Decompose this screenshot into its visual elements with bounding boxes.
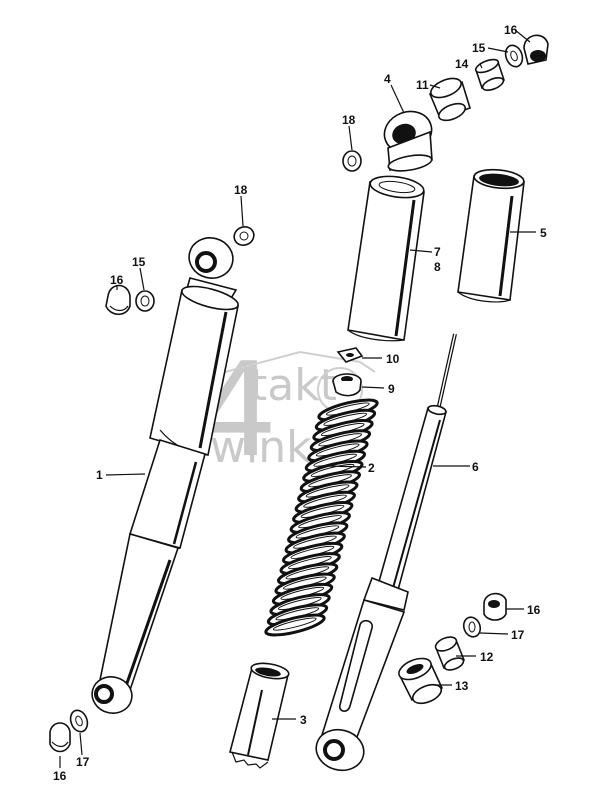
- callout-15-top: 15: [472, 41, 486, 55]
- washer-part-17-bottom: [69, 709, 89, 733]
- callout-8: 8: [434, 260, 441, 274]
- shock-absorber-left: [91, 237, 239, 714]
- washer-part-15-left: [135, 290, 155, 312]
- watermark-line1: takt: [250, 360, 337, 411]
- cap-nut-part-16-top: [523, 34, 549, 65]
- callout-16-left: 16: [110, 273, 124, 287]
- cap-nut-part-16-bottom: [49, 722, 71, 753]
- spring: [264, 398, 379, 637]
- collar-part-12: [434, 636, 466, 671]
- spring-coil-inner: [272, 617, 317, 631]
- callout-18-left: 18: [234, 183, 248, 197]
- callout-16-bottom: 16: [53, 769, 67, 783]
- callout-6: 6: [472, 460, 479, 474]
- washer-part-15-top: [504, 44, 524, 68]
- damper-part-6: [315, 333, 457, 772]
- callout-3: 3: [300, 713, 307, 727]
- collar-part-14: [474, 58, 506, 92]
- collar-part-9: [332, 373, 362, 397]
- callout-16-right: 16: [527, 603, 541, 617]
- upper-mount-part-4: [383, 110, 433, 172]
- callout-2: 2: [368, 461, 375, 475]
- washer-part-18-left: [233, 226, 255, 246]
- callout-18-top: 18: [342, 113, 356, 127]
- callout-14: 14: [455, 57, 469, 71]
- callout-16-top: 16: [504, 23, 518, 37]
- callout-labels: 16 15 14 11 4 18 18 15 16 7 8 5 10 9 1 2…: [53, 23, 547, 783]
- bushing-part-13: [398, 657, 444, 705]
- callout-12: 12: [480, 650, 494, 664]
- bushing-part-11: [428, 77, 471, 122]
- leader-lines: [59, 29, 536, 768]
- nut-part-10: [336, 347, 364, 363]
- cylinder-part-7-8: [347, 175, 425, 342]
- washer-part-17-right: [462, 616, 482, 638]
- callout-9: 9: [388, 382, 395, 396]
- cap-nut-part-16-right: [483, 592, 507, 621]
- callout-10: 10: [386, 352, 400, 366]
- callout-13: 13: [455, 679, 469, 693]
- cover-part-5: [457, 168, 525, 303]
- callout-17-bottom: 17: [76, 755, 90, 769]
- callout-11: 11: [416, 78, 429, 92]
- callout-1: 1: [96, 468, 103, 482]
- callout-15-left: 15: [132, 255, 146, 269]
- callout-17-right: 17: [511, 628, 525, 642]
- callout-4: 4: [384, 72, 391, 86]
- callout-5: 5: [540, 226, 547, 240]
- cap-nut-part-16-left: [105, 284, 131, 316]
- washer-part-18-top: [342, 150, 362, 172]
- sleeve-part-3: [229, 662, 290, 769]
- callout-7: 7: [434, 245, 441, 259]
